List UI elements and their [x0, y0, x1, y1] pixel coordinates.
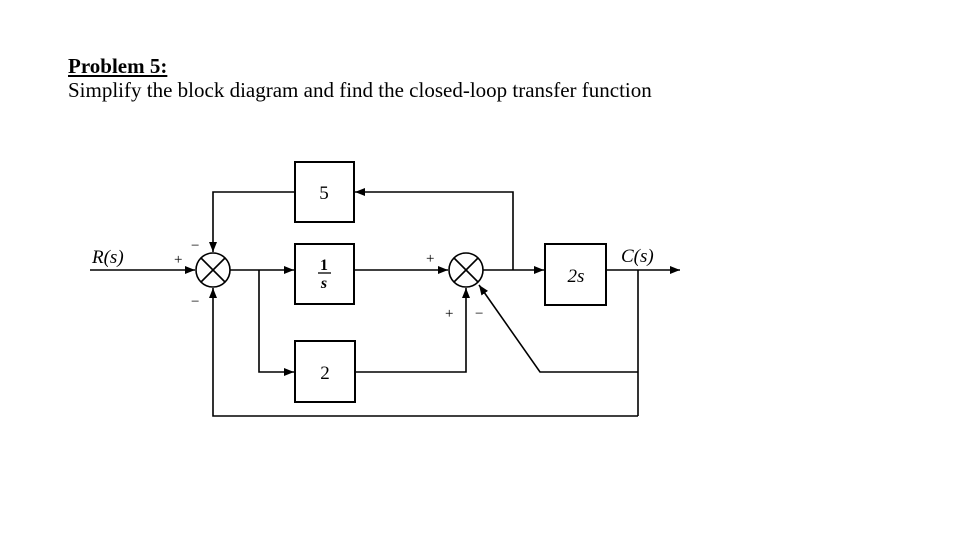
gain-5-to-sum1-line	[209, 191, 295, 252]
diagonal-feedback-line	[478, 284, 638, 373]
sum2-bottom-left-sign: +	[445, 306, 453, 322]
sum1-input-sign: +	[174, 252, 182, 268]
gain-2-block	[294, 340, 356, 403]
plant-label: 2s	[568, 266, 585, 287]
unity-feedback-line	[209, 288, 638, 417]
top-feedback-line	[355, 188, 514, 270]
plant-block	[544, 243, 607, 306]
summing-junction-2	[448, 252, 484, 288]
sum1-top-sign: −	[191, 238, 199, 254]
problem-instruction: Simplify the block diagram and find the …	[68, 78, 652, 102]
output-label: C(s)	[621, 246, 654, 267]
gain-5-block	[294, 161, 355, 223]
sum2-bottom-right-sign: −	[475, 306, 483, 322]
branch-to-gain-2-line	[258, 270, 294, 376]
gain-2-label: 2	[320, 363, 330, 384]
integrator-denominator: s	[320, 275, 327, 292]
input-label: R(s)	[91, 247, 124, 268]
sum2-input-sign: +	[426, 251, 434, 267]
sum1-bottom-sign: −	[191, 294, 199, 310]
integrator-block	[294, 243, 355, 305]
gain-5-label: 5	[319, 183, 329, 204]
gain-2-to-sum2-line	[355, 288, 470, 373]
problem-heading: Problem 5:	[68, 54, 168, 78]
integrator-numerator: 1	[320, 257, 328, 274]
summing-junction-1	[195, 252, 231, 288]
